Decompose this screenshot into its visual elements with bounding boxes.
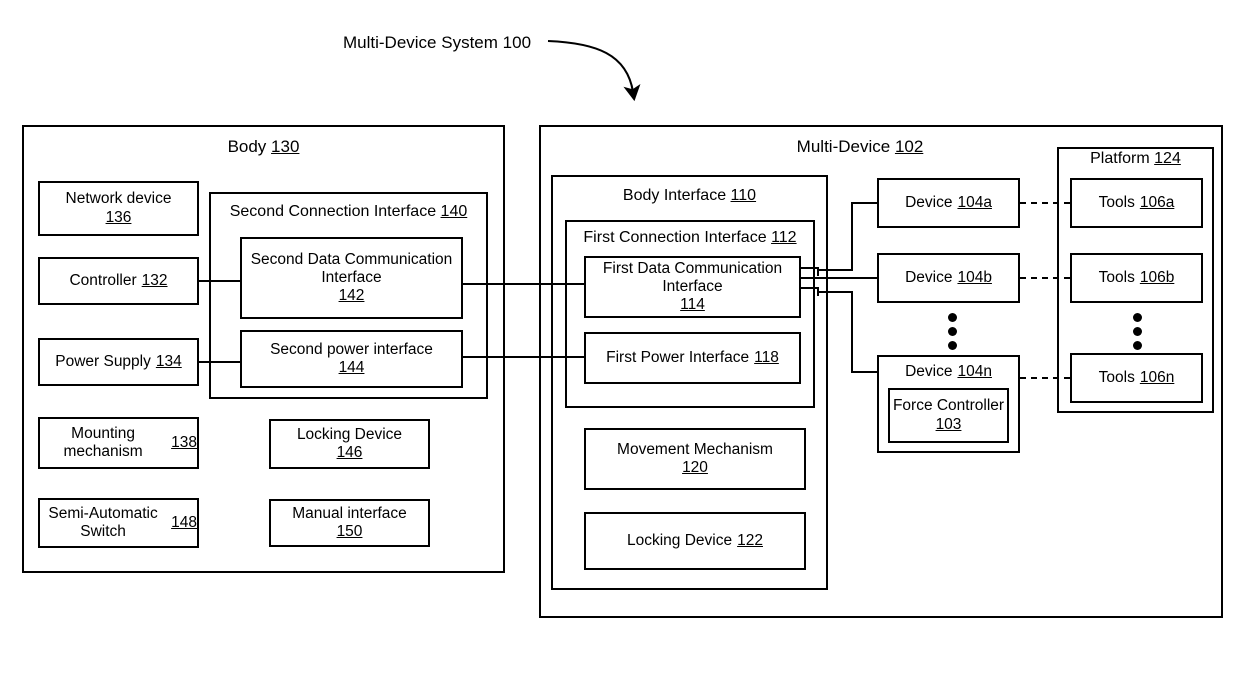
controller-box — [38, 257, 199, 305]
device-ellipsis-dot-3 — [948, 341, 957, 350]
first-data-communication-interface-box — [584, 256, 801, 318]
body-panel-title: Body 130 — [22, 137, 505, 157]
body-interface-title-text: Body Interface — [622, 187, 727, 204]
multidevice-panel — [539, 125, 1223, 618]
platform-panel-title-text: Platform — [1090, 150, 1150, 167]
figure-title: Multi-Device System 100 — [343, 33, 531, 53]
body-panel-title-text: Body — [227, 137, 267, 156]
tools-106a-box — [1070, 178, 1203, 228]
body-interface-title-ref: 110 — [730, 187, 757, 204]
platform-panel — [1057, 147, 1214, 413]
force-controller-box — [888, 388, 1009, 443]
second-power-interface-box — [240, 330, 463, 388]
second-connection-interface-title: Second Connection Interface 140 — [209, 203, 488, 221]
body-locking-device-box — [269, 419, 430, 469]
platform-panel-title: Platform 124 — [1057, 150, 1214, 168]
tools-106n-box — [1070, 353, 1203, 403]
body-panel — [22, 125, 505, 573]
body-interface-title: Body Interface 110 — [551, 187, 828, 205]
mounting-mechanism-box — [38, 417, 199, 469]
first-connection-interface-box — [565, 220, 815, 408]
device-104n-box — [877, 355, 1020, 453]
semi-automatic-switch-box — [38, 498, 199, 548]
device-104a-box — [877, 178, 1020, 228]
device-104b-box — [877, 253, 1020, 303]
tools-ellipsis-dot-2 — [1133, 327, 1142, 336]
multidevice-panel-title-ref: 102 — [894, 137, 924, 156]
first-power-interface-box — [584, 332, 801, 384]
body-interface-box — [551, 175, 828, 590]
movement-mechanism-box — [584, 428, 806, 490]
tools-ellipsis-dot-3 — [1133, 341, 1142, 350]
multidevice-panel-title: Multi-Device 102 — [660, 137, 1060, 157]
network-device-box — [38, 181, 199, 236]
figure-title-ref: 100 — [502, 33, 532, 52]
first-connection-interface-title: First Connection Interface 112 — [565, 229, 815, 247]
first-connection-interface-title-text: First Connection Interface — [583, 229, 767, 246]
manual-interface-box — [269, 499, 430, 547]
first-connection-interface-title-ref: 112 — [771, 229, 797, 246]
multidevice-locking-device-box — [584, 512, 806, 570]
body-panel-title-ref: 130 — [271, 137, 300, 156]
device-ellipsis-dot-2 — [948, 327, 957, 336]
tools-106b-box — [1070, 253, 1203, 303]
second-data-communication-interface-box — [240, 237, 463, 319]
power-supply-box — [38, 338, 199, 386]
figure-title-text: Multi-Device System — [343, 33, 498, 52]
second-connection-interface-title-ref: 140 — [440, 203, 468, 220]
multidevice-panel-title-text: Multi-Device — [796, 137, 891, 156]
platform-panel-title-ref: 124 — [1154, 150, 1181, 167]
device-ellipsis-dot-1 — [948, 313, 957, 322]
second-connection-interface-box — [209, 192, 488, 399]
tools-ellipsis-dot-1 — [1133, 313, 1142, 322]
figure-callout-arrow — [547, 39, 641, 102]
second-connection-interface-title-text: Second Connection Interface — [229, 203, 437, 220]
